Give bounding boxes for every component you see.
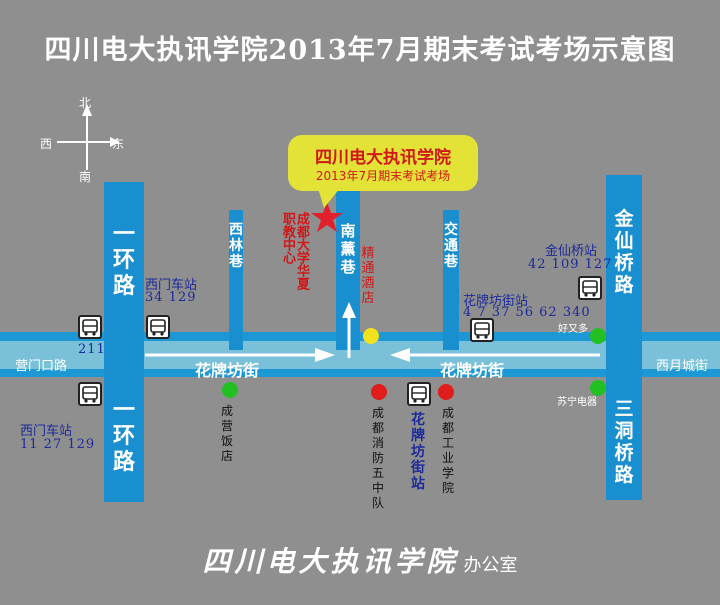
callout-pointer: [318, 188, 340, 208]
jiaotong-lane: [443, 210, 459, 350]
ximen-south-stop-lines: 11 27 129: [20, 437, 96, 452]
compass-east: 东: [112, 137, 125, 151]
bus-stop-icon: [78, 315, 102, 339]
jinxian-stop-name: 金仙桥站: [545, 244, 598, 259]
nanxun-label: 南薰巷: [340, 222, 356, 276]
westbound-arrow-icon: [390, 348, 600, 362]
jiaotong-label: 交通巷: [444, 222, 458, 270]
bus-stop-icon: [146, 315, 170, 339]
gongye-dot: [438, 384, 454, 400]
bus-stop-icon: [470, 318, 494, 342]
callout-subtitle: 2013年7月期末考试考场: [315, 169, 451, 183]
jingtong-label: 精通酒店: [361, 246, 375, 306]
huapai-east-label: 花牌坊街: [440, 361, 505, 380]
footer-logo: 四川电大执讯学院: [202, 545, 459, 578]
suning-dot: [590, 380, 606, 396]
jinxian-bridge-road: [606, 175, 642, 500]
huapai-west-label: 花牌坊街: [195, 361, 260, 380]
huapai-stop-lines: 4 7 37 56 62 340: [463, 305, 591, 320]
sandong-label: 三洞桥路: [614, 398, 634, 486]
exam-callout: [288, 135, 478, 191]
school-label: 成都大学华夏职教中心: [280, 212, 309, 290]
ximen-north-stop-name: 西门车站: [145, 278, 198, 293]
haoyouduo-dot: [590, 328, 606, 344]
bus-stop-icon: [578, 276, 602, 300]
haoyouduo-label: 好又多: [558, 324, 588, 335]
yingmenkou-label: 营门口路: [15, 359, 68, 374]
gongye-label: 成都工业学院: [441, 406, 454, 495]
eastbound-arrow-icon: [145, 348, 335, 362]
footer: 四川电大执讯学院 办公室: [0, 540, 720, 580]
chengying-label: 成营饭店: [220, 404, 233, 463]
suning-label: 苏宁电器: [557, 397, 597, 408]
ring1-south-label: 一环路: [112, 398, 135, 475]
ximen-north-stop-lines: 34 129: [145, 290, 197, 305]
jingtong-dot: [363, 328, 379, 344]
compass-north: 北: [79, 96, 92, 110]
huapai-stop-name: 花牌坊街站: [463, 294, 529, 309]
bus-stop-icon: [78, 382, 102, 406]
compass-west: 西: [40, 137, 53, 151]
ring-road-1: [104, 182, 144, 502]
xilin-lane: [229, 210, 243, 350]
xiaofang-dot: [371, 384, 387, 400]
bus-211-label: 211: [78, 342, 106, 357]
north-arrow-icon: [342, 302, 356, 358]
jinxian-label: 金仙桥路: [614, 208, 634, 296]
callout-title: 四川电大执讯学院: [315, 148, 451, 168]
bus-stop-icon: [407, 382, 431, 406]
exam-site-star-icon: [311, 202, 343, 232]
xilin-label: 西林巷: [229, 222, 243, 270]
ximen-city-label: 西月城街: [656, 359, 709, 374]
footer-office: 办公室: [463, 555, 518, 576]
map-title: 四川电大执讯学院2013年7月期末考试考场示意图: [44, 35, 676, 66]
compass-south: 南: [79, 170, 92, 184]
ring1-north-label: 一环路: [112, 222, 135, 299]
compass-icon: [57, 104, 120, 170]
huapai-south-stop-name: 花牌坊街站: [411, 412, 425, 492]
xiaofang-label: 成都消防五中队: [371, 406, 384, 510]
ximen-south-stop-name: 西门车站: [20, 424, 73, 439]
jinxian-stop-lines: 42 109 127: [528, 257, 613, 272]
chengying-dot: [222, 382, 238, 398]
